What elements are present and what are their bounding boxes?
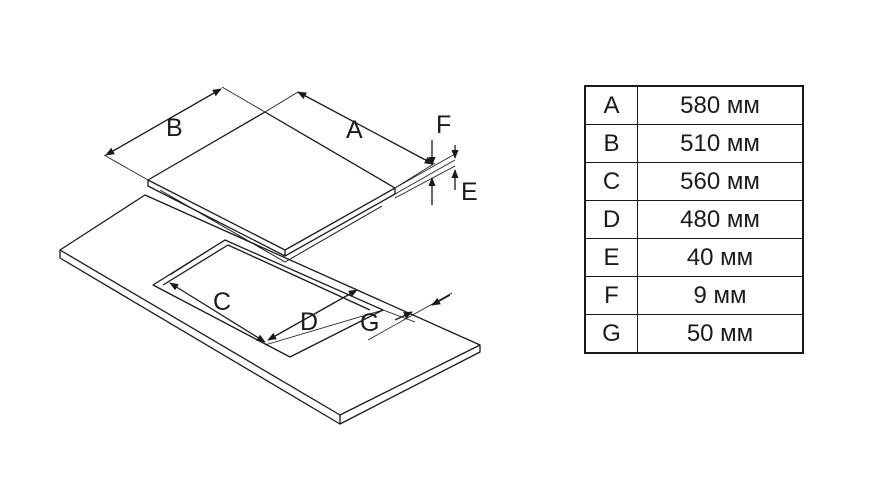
- dimension-value: 510 мм: [637, 124, 804, 163]
- dimension-value: 560 мм: [637, 162, 804, 201]
- dimension-value: 480 мм: [637, 200, 804, 239]
- table-row: A 580 мм: [584, 85, 804, 125]
- installation-diagram: A B F E C D G: [59, 86, 481, 425]
- label-f: F: [436, 111, 451, 139]
- table-row: D 480 мм: [584, 200, 804, 239]
- label-d: D: [300, 308, 318, 336]
- dimension-key: A: [584, 85, 638, 125]
- dimension-key: C: [584, 162, 638, 201]
- label-e: E: [461, 178, 478, 206]
- dimension-value: 9 мм: [637, 276, 804, 315]
- label-c: C: [213, 288, 231, 316]
- dimension-key: D: [584, 200, 638, 239]
- table-row: F 9 мм: [584, 276, 804, 315]
- table-row: E 40 мм: [584, 238, 804, 277]
- dimension-key: F: [584, 276, 638, 315]
- dimension-key: B: [584, 124, 638, 163]
- dimension-ef-lines: [394, 140, 459, 205]
- table-row: C 560 мм: [584, 162, 804, 201]
- dimension-value: 40 мм: [637, 238, 804, 277]
- dimension-b-line: [103, 86, 266, 181]
- dimension-value: 580 мм: [637, 85, 804, 125]
- dimension-value: 50 мм: [637, 314, 804, 354]
- dimension-key: G: [584, 314, 638, 354]
- label-g: G: [360, 309, 379, 337]
- label-a: A: [346, 116, 363, 144]
- dimension-d-line: [267, 289, 358, 341]
- dimension-key: E: [584, 238, 638, 277]
- label-b: B: [166, 114, 183, 142]
- table-row: B 510 мм: [584, 124, 804, 163]
- dimension-g-line: [367, 292, 453, 341]
- table-row: G 50 мм: [584, 314, 804, 354]
- dimensions-table: A 580 мм B 510 мм C 560 мм D 480 мм E 40…: [584, 85, 804, 354]
